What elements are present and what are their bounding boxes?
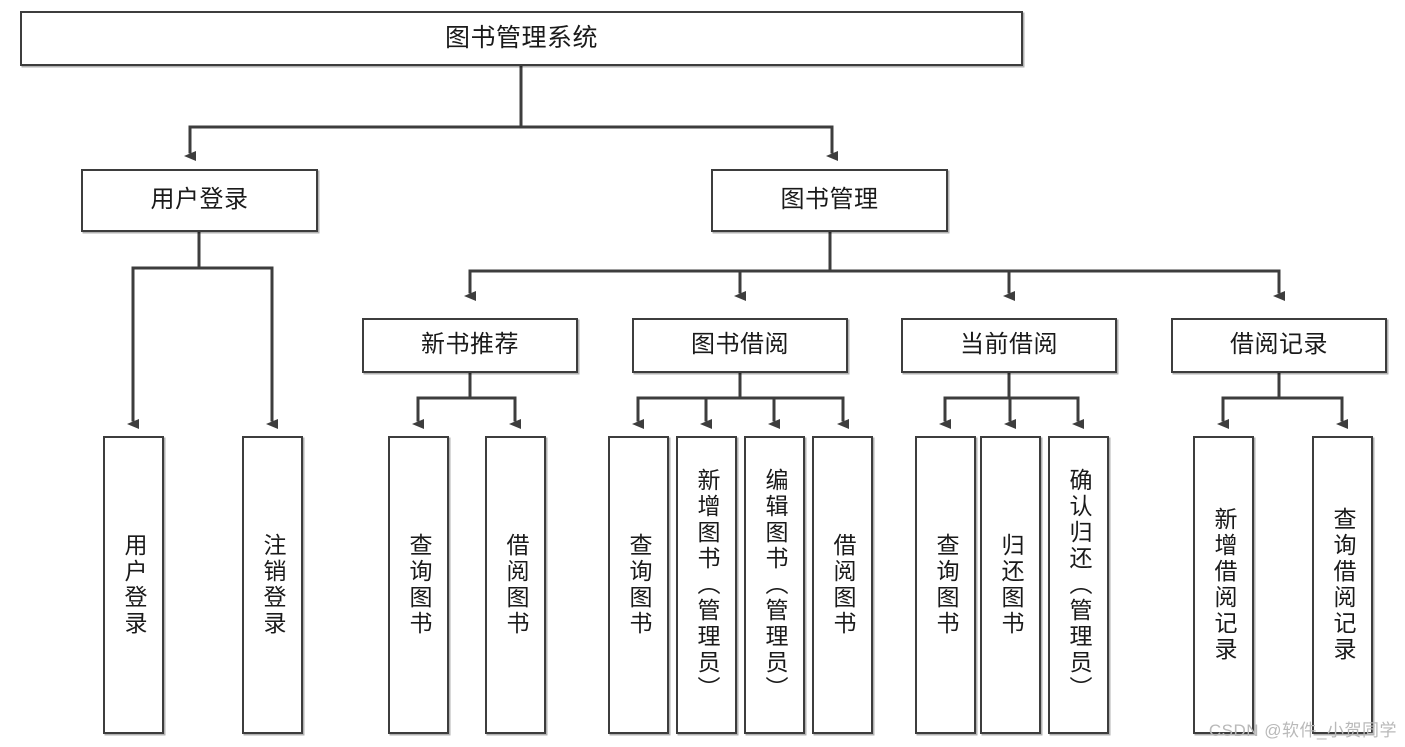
leaf-query-book-current[interactable]: 查询图书 xyxy=(915,436,976,734)
node-borrowing-record[interactable]: 借阅记录 xyxy=(1171,318,1387,373)
node-label: 借阅图书 xyxy=(503,533,529,637)
leaf-add-borrow-record[interactable]: 新增借阅记录 xyxy=(1193,436,1254,734)
node-label: 查询图书 xyxy=(933,533,959,637)
leaf-borrow-book-recommend[interactable]: 借阅图书 xyxy=(485,436,546,734)
node-label: 新书推荐 xyxy=(421,331,519,359)
node-label: 确认归还（管理员） xyxy=(1066,468,1092,702)
node-current-borrowing[interactable]: 当前借阅 xyxy=(901,318,1117,373)
node-label: 查询图书 xyxy=(626,533,652,637)
watermark: CSDN @软件_小贺同学 xyxy=(1208,721,1397,740)
node-label: 图书管理系统 xyxy=(444,23,598,52)
node-label: 用户登录 xyxy=(150,186,249,214)
node-label: 归还图书 xyxy=(998,533,1024,637)
node-label: 查询借阅记录 xyxy=(1330,507,1356,663)
node-label: 查询图书 xyxy=(406,533,432,637)
node-label: 图书借阅 xyxy=(691,331,789,359)
node-label: 新增借阅记录 xyxy=(1211,507,1237,663)
leaf-user-login[interactable]: 用户登录 xyxy=(103,436,164,734)
leaf-query-book-borrow[interactable]: 查询图书 xyxy=(608,436,669,734)
node-label: 编辑图书（管理员） xyxy=(762,468,788,702)
node-user-login[interactable]: 用户登录 xyxy=(81,169,318,232)
node-label: 借阅图书 xyxy=(830,533,856,637)
leaf-add-book-admin[interactable]: 新增图书（管理员） xyxy=(676,436,737,734)
leaf-confirm-return-admin[interactable]: 确认归还（管理员） xyxy=(1048,436,1109,734)
node-new-book-recommendation[interactable]: 新书推荐 xyxy=(362,318,578,373)
node-label: 当前借阅 xyxy=(960,331,1058,359)
leaf-edit-book-admin[interactable]: 编辑图书（管理员） xyxy=(744,436,805,734)
node-label: 图书管理 xyxy=(780,186,879,214)
node-label: 注销登录 xyxy=(260,533,286,637)
leaf-query-borrow-record[interactable]: 查询借阅记录 xyxy=(1312,436,1373,734)
leaf-return-book[interactable]: 归还图书 xyxy=(980,436,1041,734)
leaf-query-book-recommend[interactable]: 查询图书 xyxy=(388,436,449,734)
node-label: 新增图书（管理员） xyxy=(694,468,720,702)
leaf-logout[interactable]: 注销登录 xyxy=(242,436,303,734)
leaf-borrow-book[interactable]: 借阅图书 xyxy=(812,436,873,734)
node-root-book-management-system[interactable]: 图书管理系统 xyxy=(20,11,1023,66)
node-label: 借阅记录 xyxy=(1230,331,1328,359)
node-label: 用户登录 xyxy=(121,533,147,637)
node-book-borrowing[interactable]: 图书借阅 xyxy=(632,318,848,373)
node-book-management[interactable]: 图书管理 xyxy=(711,169,948,232)
